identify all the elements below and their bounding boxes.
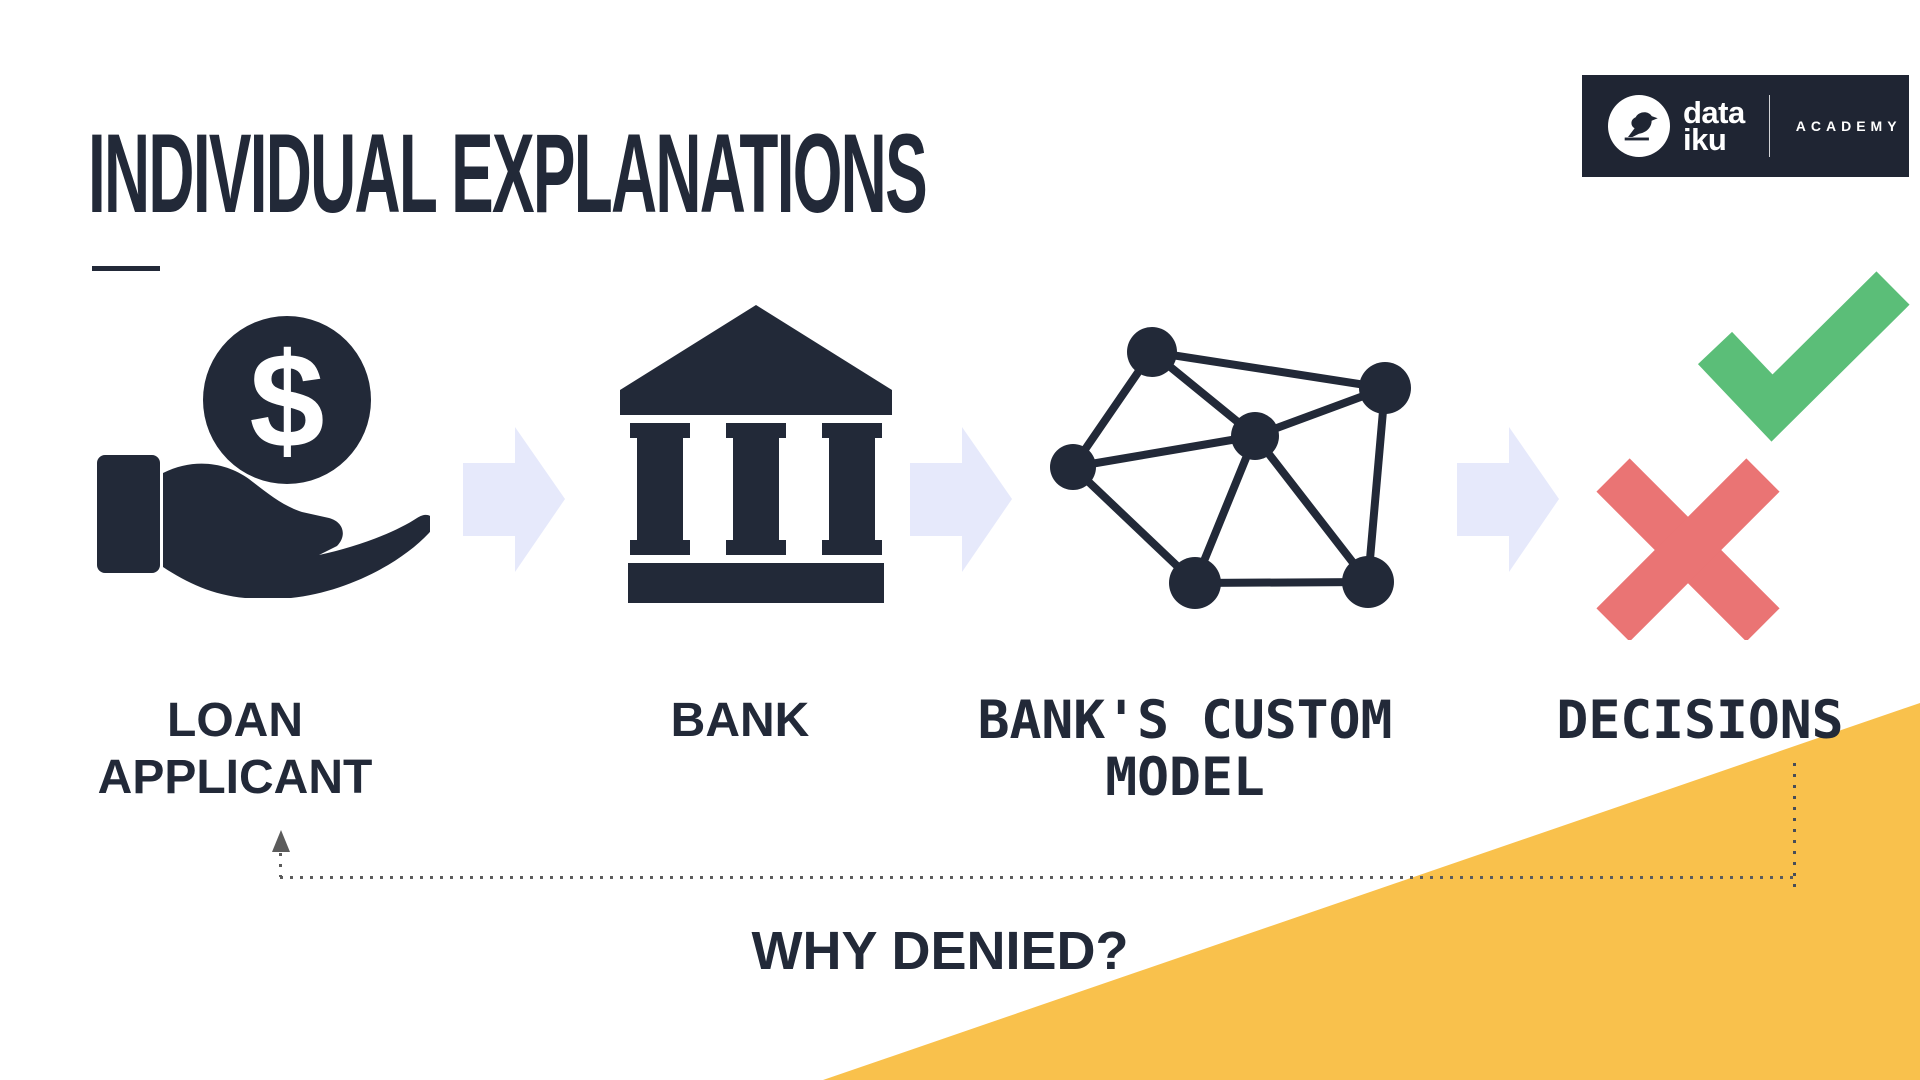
logo-wordmark: data iku bbox=[1683, 95, 1745, 157]
feedback-line-vertical bbox=[1793, 763, 1796, 891]
dataiku-academy-logo: data iku ACADEMY bbox=[1582, 75, 1909, 177]
why-denied-question: WHY DENIED? bbox=[751, 921, 1129, 981]
check-icon bbox=[1697, 271, 1910, 442]
hand-dollar-icon: $ bbox=[97, 316, 430, 598]
flow-arrow-icon bbox=[463, 427, 565, 572]
network-model-icon bbox=[1050, 327, 1411, 609]
flow-arrow-icon bbox=[1457, 427, 1559, 572]
label-decisions: DECISIONS bbox=[1556, 690, 1844, 751]
page-title: INDIVIDUAL EXPLANATIONS bbox=[88, 111, 928, 236]
flow-arrow-icon bbox=[910, 427, 1012, 572]
logo-word-line1: data bbox=[1683, 95, 1745, 130]
feedback-line-stub bbox=[279, 853, 282, 877]
cross-icon bbox=[1596, 458, 1780, 640]
logo-academy-label: ACADEMY bbox=[1795, 118, 1902, 134]
label-loan-applicant: LOAN APPLICANT bbox=[97, 694, 373, 804]
label-banks-custom-model: BANK'S CUSTOM MODEL bbox=[977, 690, 1393, 808]
feedback-line-horizontal bbox=[280, 876, 1796, 879]
logo-word-line2: iku bbox=[1683, 122, 1727, 157]
title-underline bbox=[92, 266, 160, 271]
bank-icon bbox=[620, 305, 892, 603]
dataiku-bird-icon bbox=[1608, 95, 1670, 157]
logo-divider bbox=[1768, 95, 1770, 157]
feedback-arrowhead-icon bbox=[272, 830, 290, 852]
label-bank: BANK bbox=[670, 694, 810, 747]
decisions-icons bbox=[1596, 271, 1910, 640]
svg-text:$: $ bbox=[249, 325, 324, 476]
